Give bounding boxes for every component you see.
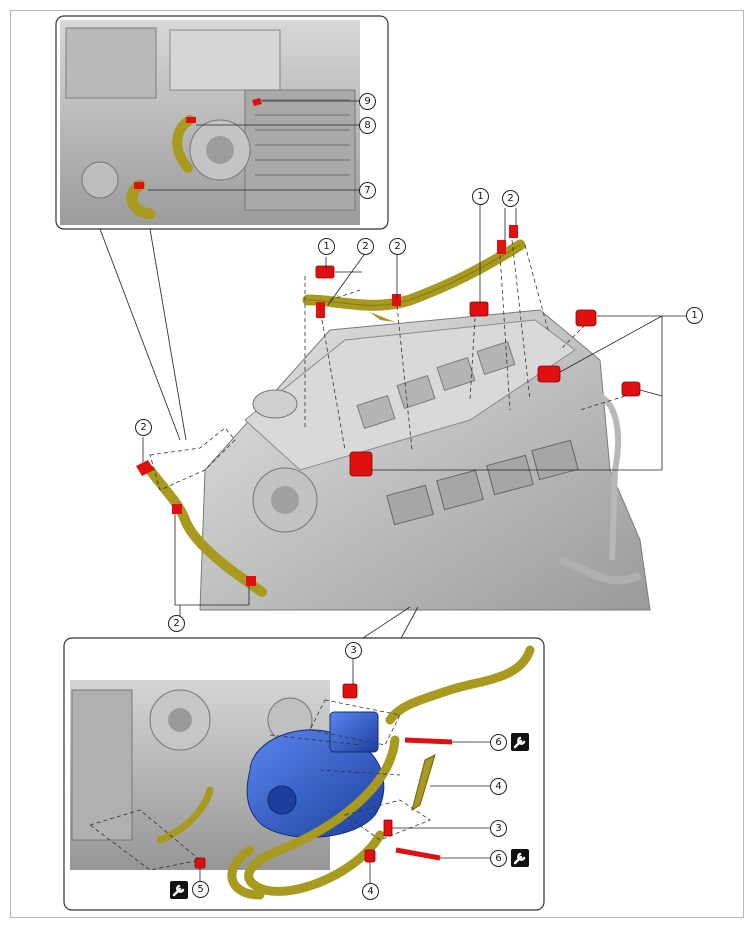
upper-coolant-hose	[302, 225, 526, 322]
callout-9: 9	[359, 93, 376, 110]
engine-main	[199, 309, 651, 611]
callout-3-top: 3	[345, 642, 362, 659]
inset-bottom	[63, 637, 545, 911]
callout-1-top-a: 1	[318, 238, 335, 255]
connectors-1	[315, 265, 641, 477]
callout-2-top-b: 2	[389, 238, 406, 255]
callout-1-right: 1	[686, 307, 703, 324]
callout-7: 7	[359, 182, 376, 199]
torque-wrench-icon	[170, 881, 188, 899]
inset-top-left	[55, 15, 389, 230]
callout-8: 8	[359, 117, 376, 134]
callout-3-b: 3	[490, 820, 507, 837]
torque-wrench-icon	[511, 849, 529, 867]
callout-2-bottom: 2	[168, 615, 185, 632]
callout-6-a: 6	[490, 734, 507, 751]
left-coolant-hose	[136, 427, 267, 597]
diagram-frame	[10, 10, 744, 918]
callout-5: 5	[192, 881, 209, 898]
callout-4-b: 4	[362, 883, 379, 900]
callout-1-top-b: 1	[472, 188, 489, 205]
callout-6-b: 6	[490, 850, 507, 867]
callout-2-top-a: 2	[357, 238, 374, 255]
torque-wrench-icon	[511, 733, 529, 751]
callout-2-top-c: 2	[502, 190, 519, 207]
callout-2-left: 2	[135, 419, 152, 436]
callout-4-a: 4	[490, 778, 507, 795]
